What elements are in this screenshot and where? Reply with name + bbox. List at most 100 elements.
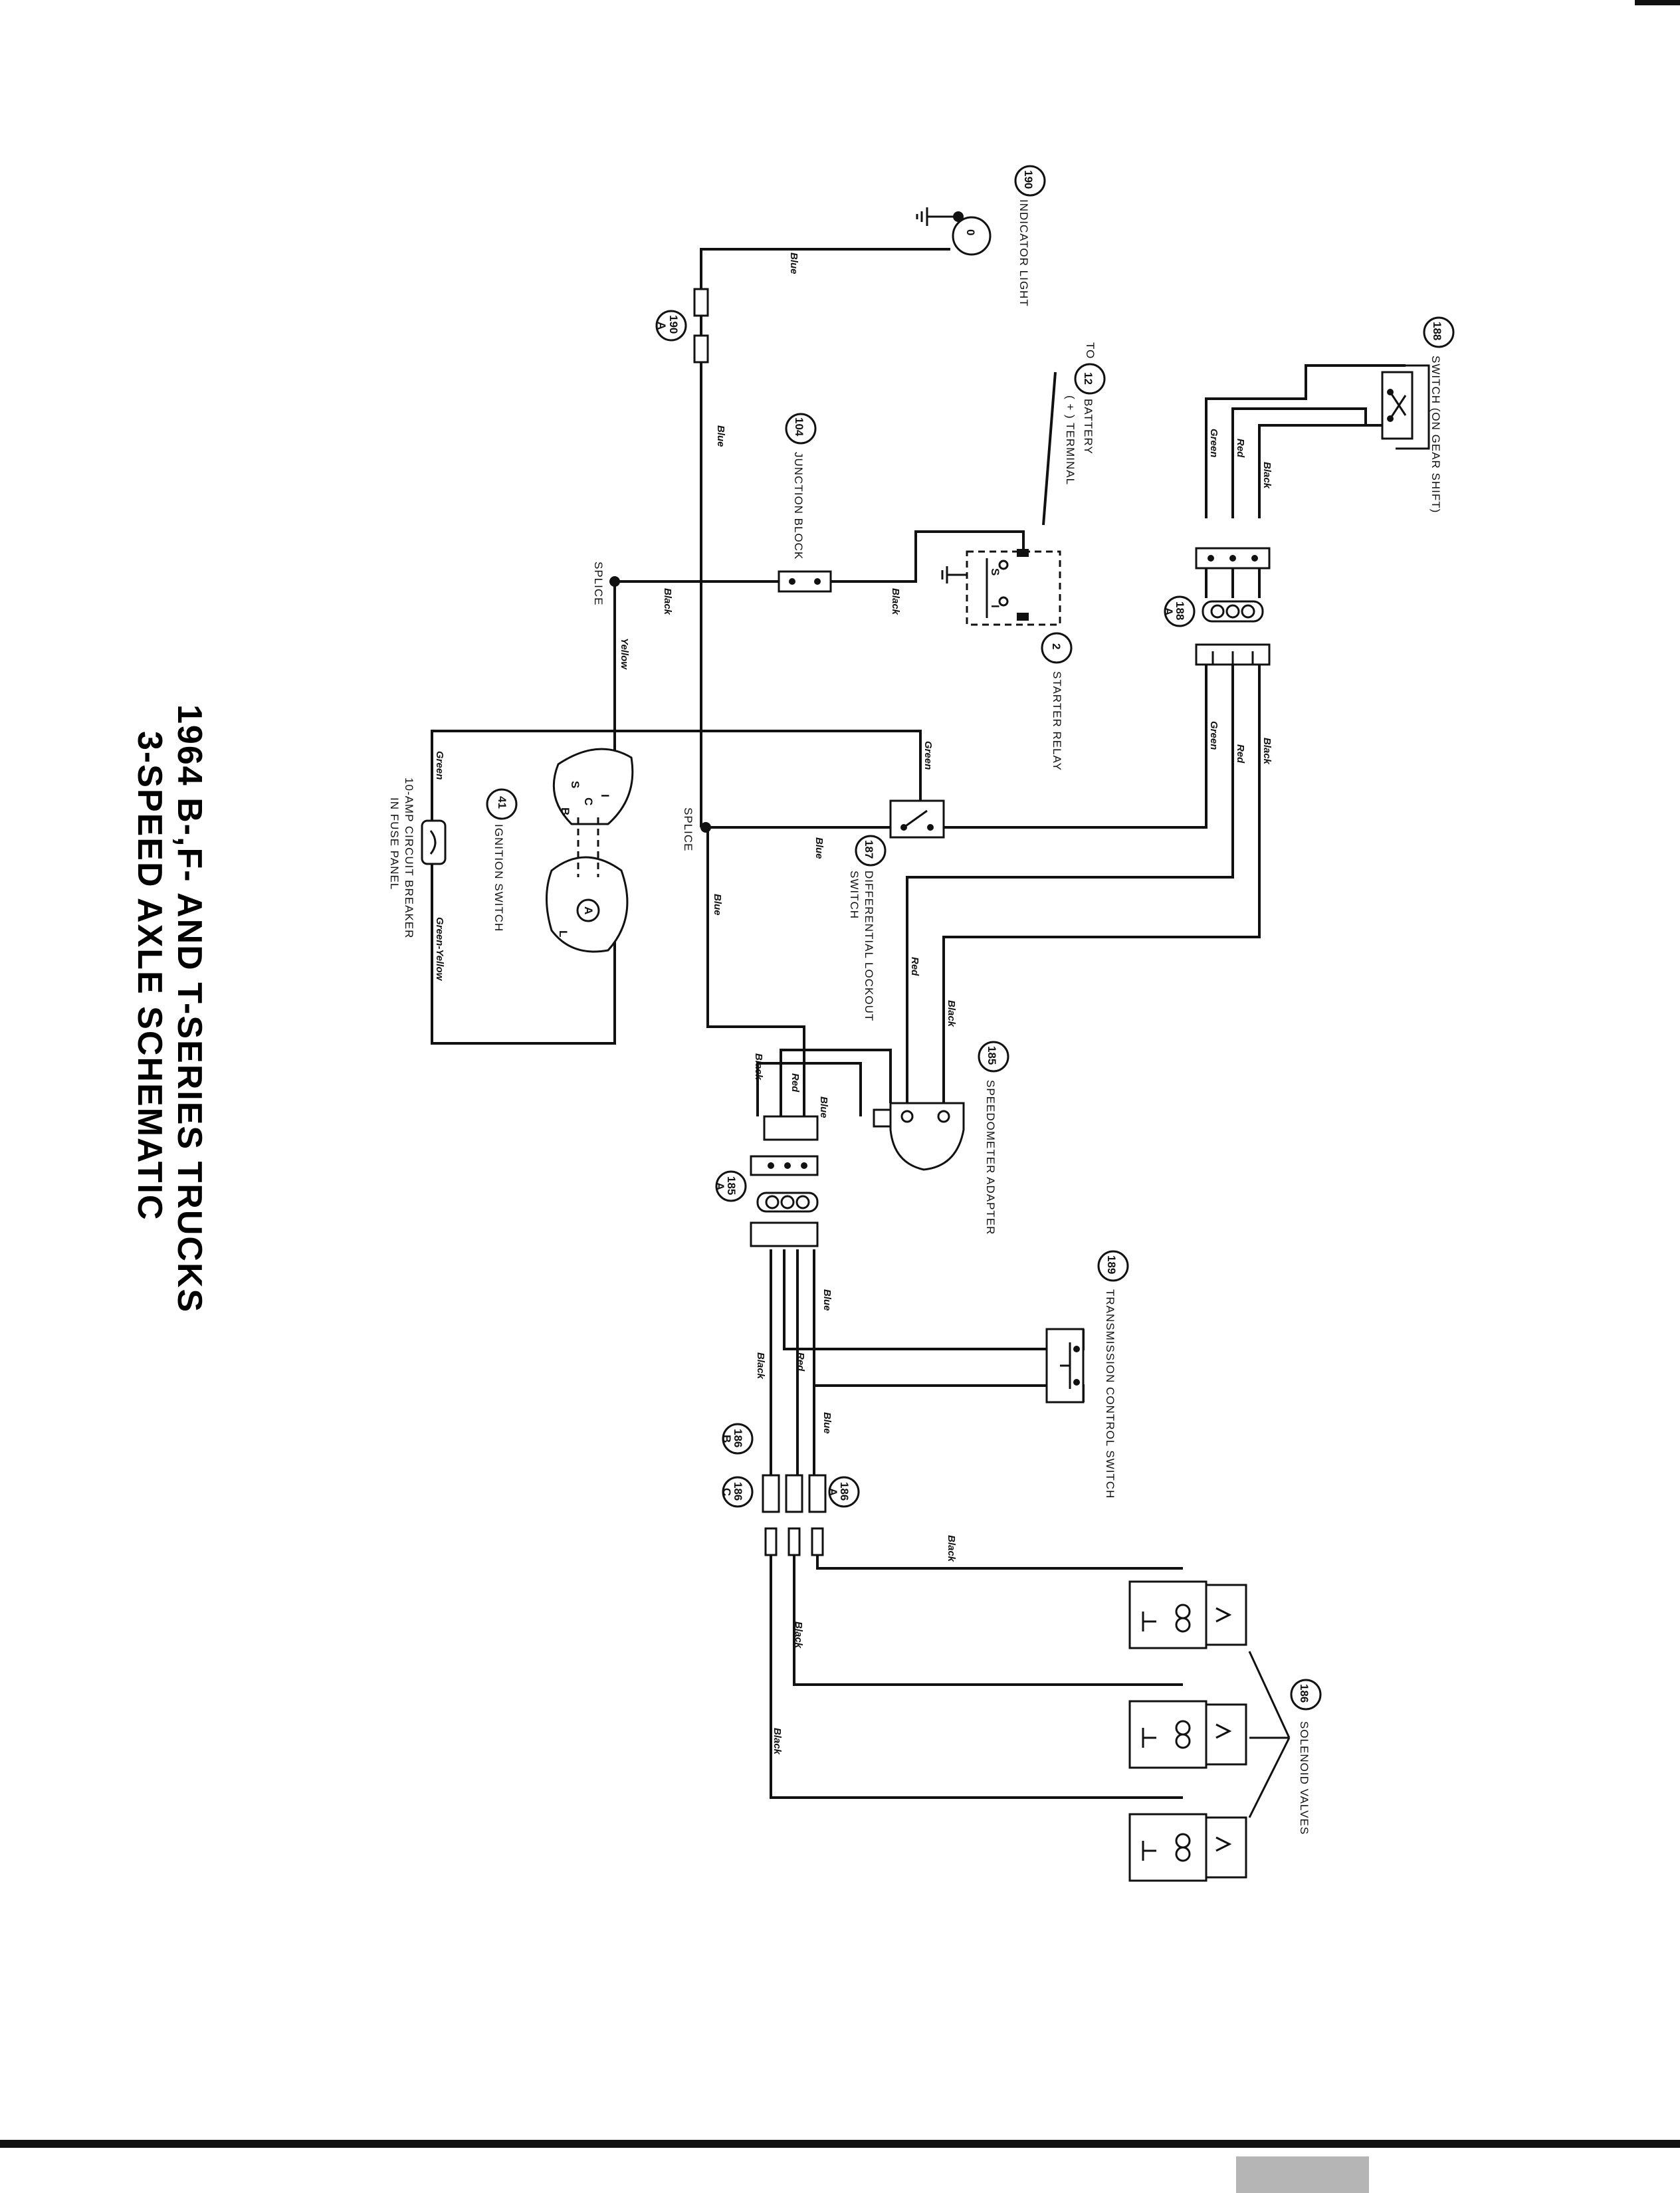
solenoid-valves-num: 186: [1298, 1684, 1311, 1703]
wire-label-blue-junction: Blue: [715, 425, 726, 447]
wire-label-red-189: Red: [795, 1352, 806, 1372]
wire-label-blue-189-bottom: Blue: [821, 1412, 833, 1434]
battery-12: 12 TO BATTERY ( + ) TERMINAL: [1064, 342, 1106, 485]
junction-block-num: 104: [793, 417, 805, 437]
wire-label-blue-splice: Blue: [712, 894, 723, 916]
lockout-switch-187: 187 DIFFERENTIAL LOCKOUT SWITCH Green Bl…: [712, 741, 957, 1027]
wire-label-blue-lockout: Blue: [813, 837, 825, 859]
starter-relay-label: STARTER RELAY: [1051, 671, 1063, 771]
wire-label-red-gear: Red: [1235, 439, 1246, 458]
connector-186c-sub: C: [720, 1488, 733, 1496]
callout-190-num: 190: [1022, 170, 1035, 189]
lockout-switch-label: DIFFERENTIAL LOCKOUT: [863, 871, 875, 1021]
title-line-1: 1964 B-,F- AND T-SERIES TRUCKS: [170, 704, 209, 1313]
gear-switch-label: SWITCH (ON GEAR SHIFT): [1429, 356, 1442, 513]
svg-text:0: 0: [964, 229, 977, 235]
circuit-breaker: Green Green-Yellow 10-AMP CIRCUIT BREAKE…: [388, 751, 447, 982]
gear-switch-num: 188: [1431, 322, 1443, 340]
transmission-switch-label: TRANSMISSION CONTROL SWITCH: [1104, 1289, 1116, 1499]
connector-185a-sub: A: [714, 1182, 726, 1190]
title-line-2: 3-SPEED AXLE SCHEMATIC: [130, 731, 169, 1221]
wire-label-green-gear: Green: [1208, 429, 1219, 457]
ign-pin-a: A: [582, 906, 595, 914]
wire-label-red-185: Red: [789, 1073, 801, 1093]
connector-185a: 185 A Black Red Blue: [714, 1053, 829, 1247]
ignition-switch-41: A S I C B L 41 IGNITION SWITCH Yellow: [486, 638, 634, 953]
splice-right: SPLICE: [682, 807, 711, 851]
wire-label-black-188a: Black: [1261, 738, 1273, 765]
connector-190a: 190 A Blue: [655, 253, 799, 364]
solenoid-valve-3: [1128, 1813, 1247, 1882]
relay-pin-i: I: [989, 605, 1001, 608]
speedometer-adapter-185: 185 SPEEDOMETER ADAPTER: [873, 1041, 1009, 1235]
wire-label-black-sol-3: Black: [772, 1728, 783, 1755]
splice-right-label: SPLICE: [682, 807, 694, 851]
connector-186b-num: 186: [732, 1429, 744, 1447]
relay-pin-s: S: [989, 568, 1001, 575]
solenoid-valves-label: SOLENOID VALVES: [1298, 1721, 1311, 1835]
battery-terminal: ( + ) TERMINAL: [1064, 395, 1077, 485]
connector-188a: 188 A Green Red Black: [1162, 547, 1273, 765]
wire-label-black-junction: Black: [890, 588, 901, 615]
junction-block-104: 104 JUNCTION BLOCK Black Black Blue: [662, 413, 901, 615]
battery-num: 12: [1082, 372, 1095, 385]
connector-188a-sub: A: [1162, 607, 1175, 615]
indicator-light-190: 0 190 INDICATOR LIGHT: [916, 165, 1046, 307]
wire-label-red-lockout: Red: [909, 957, 920, 976]
wire-label-black-189: Black: [755, 1352, 766, 1380]
circuit-breaker-label: 10-AMP CIRCUIT BREAKER: [403, 778, 415, 938]
connector-186b-sub: B: [720, 1435, 733, 1443]
solenoid-valves-callout: 186 SOLENOID VALVES Black Black Black: [772, 1535, 1322, 1835]
connector-186b: 186 B: [720, 1423, 803, 1556]
wire-label-green-lockout: Green: [922, 741, 934, 770]
ign-pin-c: C: [582, 797, 595, 805]
connector-186a-sub: A: [827, 1488, 839, 1496]
indicator-light-label: INDICATOR LIGHT: [1017, 199, 1030, 307]
transmission-switch-189: 189 TRANSMISSION CONTROL SWITCH Blue Blu…: [755, 1250, 1129, 1499]
wire-label-black-gear: Black: [1261, 462, 1273, 489]
wire-label-green-188a: Green: [1208, 721, 1219, 750]
speedometer-adapter-label: SPEEDOMETER ADAPTER: [984, 1080, 997, 1235]
transmission-switch-num: 189: [1105, 1255, 1118, 1274]
wire-label-black-lockout: Black: [946, 1000, 957, 1027]
ign-pin-i: I: [599, 794, 611, 797]
connector-186c-num: 186: [732, 1482, 744, 1501]
wire-label-green-yellow: Green-Yellow: [434, 917, 445, 982]
lockout-switch-label-2: SWITCH: [848, 871, 861, 919]
wire-label-black-sol-2: Black: [793, 1621, 804, 1649]
callout-190-circle: [1014, 165, 1046, 197]
ign-pin-b: B: [559, 807, 572, 815]
wire-label-red-188a: Red: [1235, 744, 1246, 764]
solenoid-valve-2: [1128, 1700, 1247, 1769]
connector-190a-sub: A: [655, 322, 668, 330]
starter-relay-2: S I 2 STARTER RELAY: [941, 549, 1073, 771]
circuit-breaker-label-2: IN FUSE PANEL: [388, 797, 401, 890]
junction-block-label: JUNCTION BLOCK: [792, 452, 805, 560]
battery-label: BATTERY: [1082, 399, 1095, 455]
ign-pin-l: L: [557, 930, 570, 937]
wire-label-black-splice: Black: [662, 588, 673, 615]
wire-label-black-sol-1: Black: [946, 1535, 957, 1562]
connector-186a: 186 A: [808, 1474, 860, 1556]
wire-label-blue-190: Blue: [788, 253, 799, 274]
connector-186c: 186 C: [720, 1474, 780, 1556]
ignition-switch-num: 41: [496, 796, 508, 809]
wire-label-blue-185: Blue: [818, 1096, 829, 1118]
splice-left-label: SPLICE: [592, 562, 605, 605]
wire-label-black-185: Black: [753, 1053, 764, 1081]
title-block: 1964 B-,F- AND T-SERIES TRUCKS 3-SPEED A…: [130, 704, 209, 1313]
splice-left: SPLICE: [592, 562, 620, 605]
connector-190a-num: 190: [667, 315, 680, 334]
starter-relay-num: 2: [1050, 643, 1063, 649]
speedometer-adapter-num: 185: [986, 1046, 998, 1065]
ign-pin-s: S: [569, 781, 581, 788]
solenoid-valve-1: [1128, 1580, 1247, 1649]
lockout-switch-num: 187: [863, 840, 875, 859]
connector-185a-num: 185: [725, 1176, 738, 1195]
gear-switch-188: 188 SWITCH (ON GEAR SHIFT) Green Red Bla…: [1208, 316, 1455, 513]
battery-to: TO: [1084, 342, 1097, 359]
wiring: [431, 248, 1430, 1799]
connector-186a-num: 186: [838, 1482, 851, 1501]
